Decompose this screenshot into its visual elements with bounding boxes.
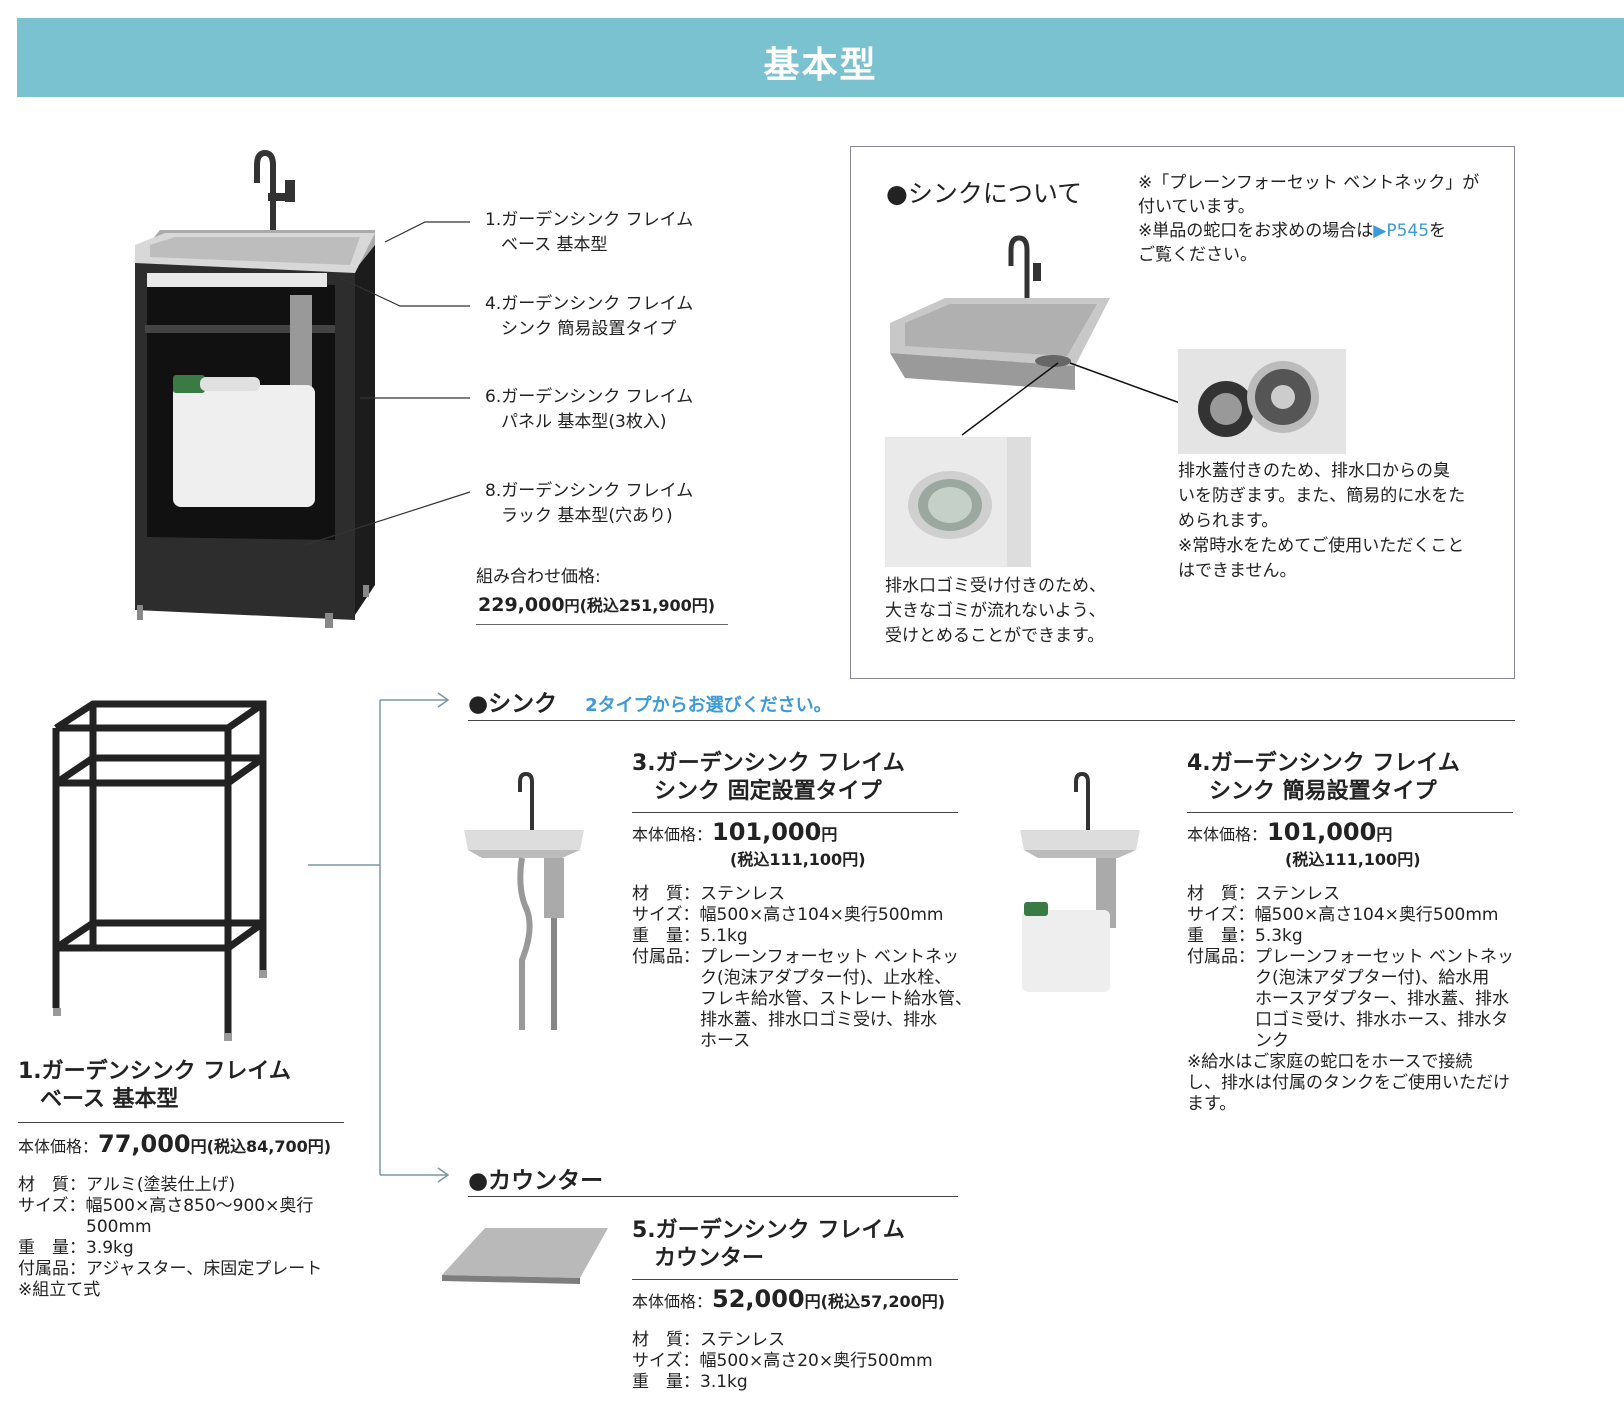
- combo-price: 229,000円(税込251,900円): [478, 594, 716, 616]
- product-4-price: 本体価格：101,000円 (税込111,100円): [1187, 818, 1421, 869]
- caption-drain-basket: 排水口ゴミ受け付きのため、 大きなゴミが流れないよう、 受けとめることができます…: [885, 576, 1106, 646]
- product-3-price: 本体価格：101,000円 (税込111,100円): [632, 818, 866, 869]
- product-5-name: 5.ガーデンシンク フレイム カウンター: [632, 1218, 905, 1271]
- sink-info-box: [850, 146, 1515, 679]
- header-banner: 基本型: [17, 18, 1624, 97]
- combo-price-label: 組み合わせ価格:: [476, 567, 601, 587]
- product-3-specs: 材 質：ステンレス サイズ：幅500×高さ104×奥行500mm 重 量：5.1…: [632, 884, 972, 1051]
- callout-1: 1.ガーデンシンク フレイム ベース 基本型: [485, 210, 694, 255]
- drain-basket-photo: [885, 437, 1031, 567]
- drain-lid-photo: [1178, 349, 1346, 454]
- product-4-image: [1020, 771, 1140, 992]
- pointer-lines: [961, 362, 1181, 436]
- sink-info-heading: ●シンクについて: [886, 179, 1083, 208]
- callout-6: 6.ガーデンシンク フレイム パネル 基本型(3枚入): [485, 387, 694, 432]
- product-3-image: [464, 771, 584, 1030]
- product-1-name: 1.ガーデンシンク フレイム ベース 基本型: [18, 1059, 291, 1112]
- frame-base-image: [52, 700, 267, 1041]
- sink-info-note: ※「プレーンフォーセット ベントネック」が 付いています。 ※単品の蛇口をお求め…: [1138, 173, 1480, 265]
- section-connector: [308, 692, 450, 1183]
- callout-4: 4.ガーデンシンク フレイム シンク 簡易設置タイプ: [485, 294, 694, 339]
- product-4-name: 4.ガーデンシンク フレイム シンク 簡易設置タイプ: [1187, 751, 1460, 804]
- product-3-name: 3.ガーデンシンク フレイム シンク 固定設置タイプ: [632, 751, 905, 804]
- product-5-price: 本体価格：52,000円(税込57,200円): [632, 1285, 946, 1313]
- caption-drain-lid: 排水蓋付きのため、排水口からの臭 いを防ぎます。また、簡易的に水をた められます…: [1178, 461, 1466, 581]
- product-5-specs: 材 質：ステンレス サイズ：幅500×高さ20×奥行500mm 重 量：3.1k…: [632, 1330, 933, 1392]
- assembled-cabinet-image: [135, 149, 375, 628]
- product-4-specs: 材 質：ステンレス サイズ：幅500×高さ104×奥行500mm 重 量：5.3…: [1187, 884, 1515, 1114]
- sink-basin-image: [890, 235, 1110, 390]
- product-1-specs: 材 質：アルミ(塗装仕上げ) サイズ：幅500×高さ850〜900×奥行 500…: [18, 1175, 323, 1300]
- page-title: 基本型: [763, 45, 878, 86]
- callout-8: 8.ガーデンシンク フレイム ラック 基本型(穴あり): [485, 481, 694, 526]
- callout-leader-lines: [304, 221, 471, 546]
- product-1-price: 本体価格：77,000円(税込84,700円): [18, 1130, 332, 1158]
- counter-section-title: ●カウンター: [468, 1168, 604, 1194]
- counter-image: [442, 1228, 608, 1284]
- p545-link[interactable]: ▶P545: [1373, 221, 1430, 241]
